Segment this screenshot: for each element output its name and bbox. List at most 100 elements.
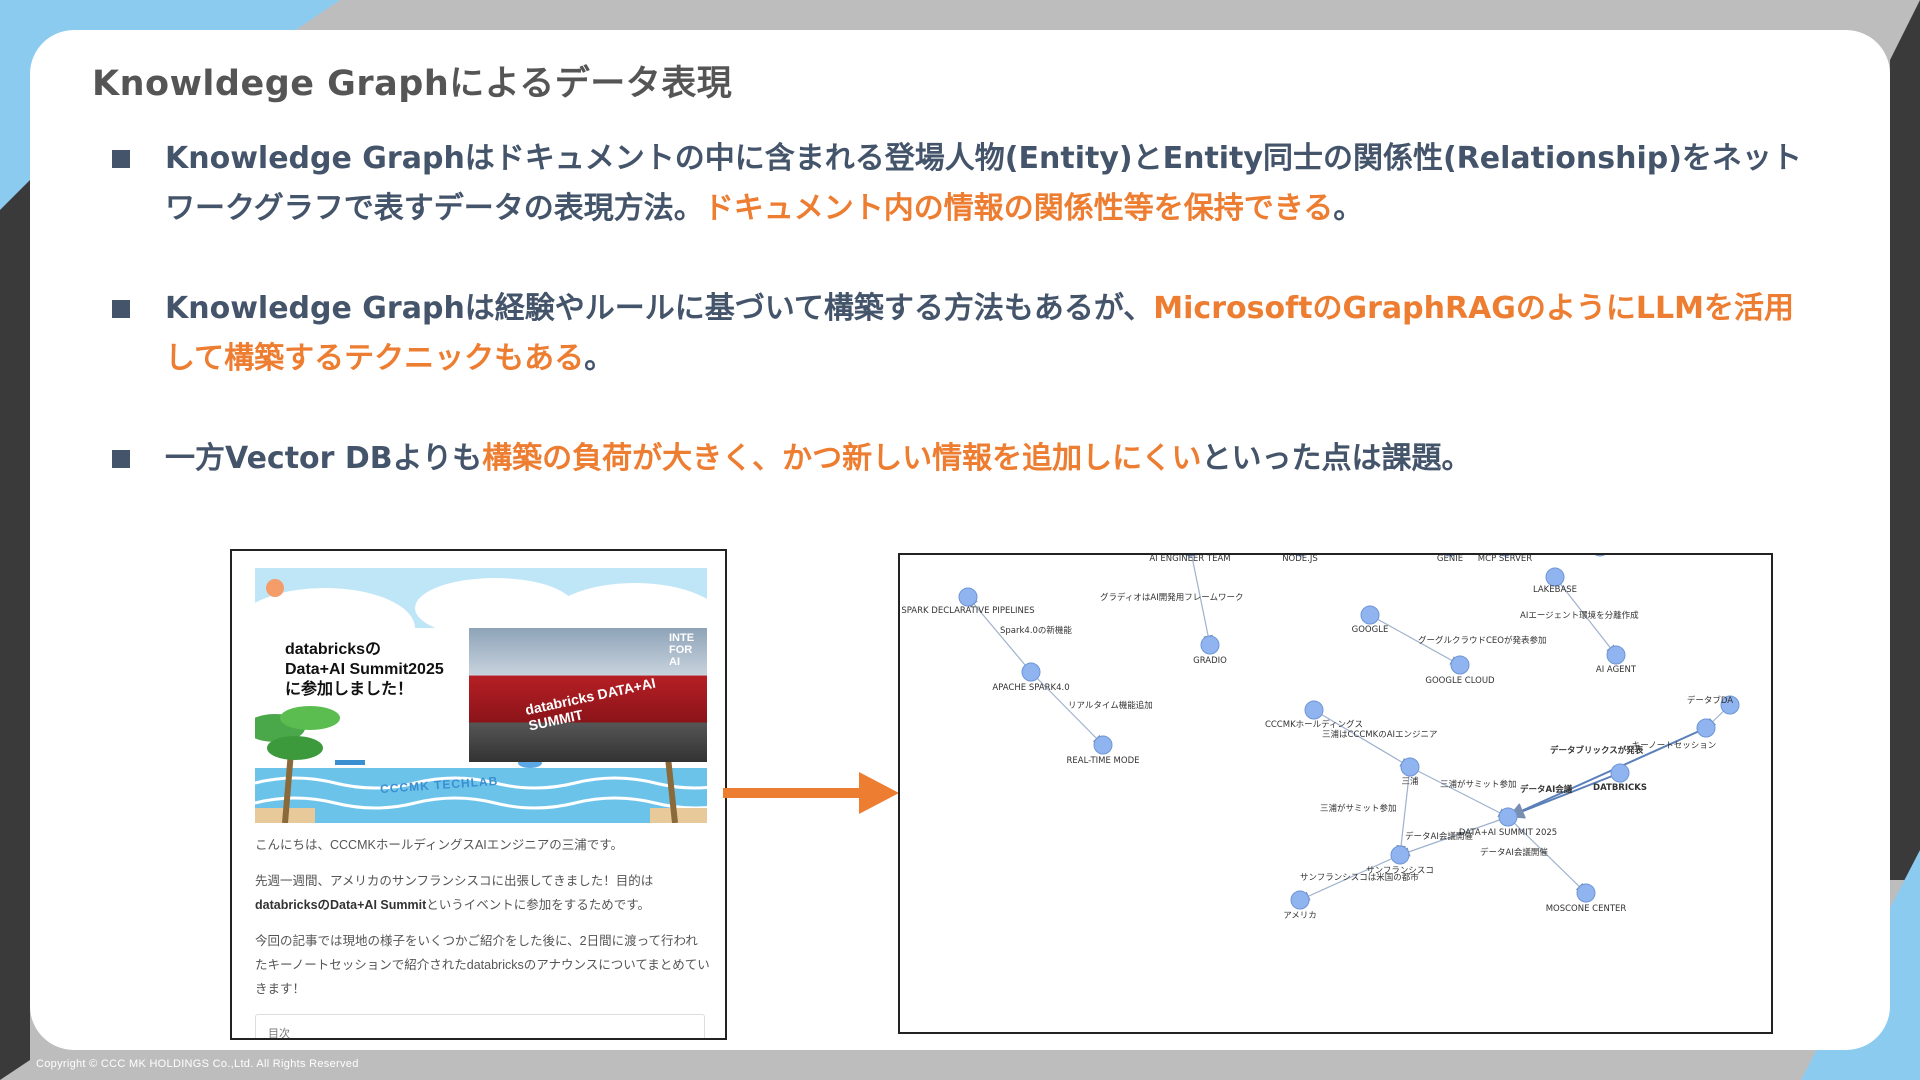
knowledge-graph: グラディオはAI開発用フレームワーク AIエージェント環境を分離作成グーグルクラウ…: [901, 555, 1740, 921]
bullet-1-highlight: ドキュメント内の情報の関係性等を保持できる: [703, 191, 1334, 226]
blog-paragraph-3: 今回の記事では現地の様子をいくつかご紹介をした後に、2日間に渡って行われたキーノ…: [255, 929, 710, 1001]
blog-paragraph-1-text: こんにちは、CCCMKホールディングスAIエンジニアの三浦です。: [255, 838, 624, 852]
graph-node[interactable]: [1610, 763, 1630, 783]
graph-edge: [1399, 816, 1509, 857]
graph-edge: [1369, 614, 1461, 666]
graph-node-label: アメリカ: [1283, 911, 1317, 921]
graph-node-label: DATBRICKS: [1593, 783, 1647, 793]
copyright-text: Copyright © CCC MK HOLDINGS Co.,Ltd. All…: [36, 1058, 359, 1070]
graph-edge: [1313, 709, 1411, 768]
bullet-item-3: 一方Vector DBよりも構築の負荷が大きく、かつ新しい情報を追加しにくいとい…: [112, 434, 1812, 484]
graph-node[interactable]: [1304, 700, 1324, 720]
graph-edge: [967, 596, 1032, 673]
bullet-item-2: Knowledge Graphは経験やルールに基づいて構築する方法もあるが、Mi…: [112, 284, 1812, 384]
graph-edge-label: グーグルクラウドCEOが発表参加: [1418, 635, 1547, 646]
graph-node-label: GRADIO: [1193, 656, 1227, 666]
graph-edge-label: データAI会議開催: [1480, 847, 1548, 858]
table-of-contents: 目次: [255, 1014, 705, 1038]
graph-node[interactable]: [958, 587, 978, 607]
graph-edge-label: データAI会議: [1520, 784, 1573, 795]
blog-paragraph-2-text-b: というイベントに参加をするためです。: [426, 898, 650, 912]
bullet-item-1: Knowledge Graphはドキュメントの中に含まれる登場人物(Entity…: [112, 134, 1812, 234]
blog-banner: databricksの Data+AI Summit2025 に参加しました！ …: [255, 568, 707, 823]
bullet-square-icon: [112, 300, 130, 318]
graph-edge: [1396, 766, 1411, 856]
graph-node[interactable]: [1591, 555, 1609, 557]
graph-node[interactable]: [1181, 555, 1199, 557]
graph-node-label: MOSCONE CENTER: [1546, 904, 1627, 914]
graph-node-label: GOOGLE: [1352, 625, 1389, 635]
graph-node[interactable]: [1696, 718, 1716, 738]
graph-node-label: キーノートセッション: [1632, 741, 1717, 751]
blog-screenshot: databricksの Data+AI Summit2025 に参加しました！ …: [230, 549, 727, 1040]
graph-node[interactable]: [1093, 735, 1113, 755]
banner-title: databricksの Data+AI Summit2025 に参加しました！: [285, 641, 444, 698]
graph-node-label: MCP SERVER: [1478, 555, 1532, 564]
graph-node[interactable]: [1576, 883, 1596, 903]
graph-node-label: REAL-TIME MODE: [1066, 756, 1139, 766]
graph-node[interactable]: [1200, 635, 1220, 655]
blog-paragraph-2-bold: databricksのData+AI Summit: [255, 898, 427, 912]
graph-edge-label: データブリックスが発表: [1550, 745, 1644, 756]
graph-edge-label: 三浦はCCCMKのAIエンジニア: [1322, 729, 1438, 740]
graph-edge: [1299, 854, 1401, 901]
graph-node[interactable]: [1545, 567, 1565, 587]
graph-edge: [1554, 576, 1617, 656]
graph-node-label: LAKEBASE: [1533, 585, 1577, 595]
graph-edge-label: AIエージェント環境を分離作成: [1520, 610, 1639, 621]
bullet-square-icon: [112, 450, 130, 468]
summit-photo: databricks DATA+AI SUMMIT INTE FOR AI: [469, 628, 707, 762]
blog-paragraph-2-text-a: 先週一週間、アメリカのサンフランシスコに出張してきました！目的は: [255, 874, 654, 888]
graph-edge-label: データAI会議開催: [1405, 831, 1473, 842]
graph-node-label: GEMINI: [1585, 555, 1616, 556]
graph-node-label: SPARK DECLARATIVE PIPELINES: [901, 606, 1034, 616]
blog-paragraph-3-text: 今回の記事では現地の様子をいくつかご紹介をした後に、2日間に渡って行われたキーノ…: [255, 934, 710, 996]
corner-decoration-bottom-left: [0, 180, 30, 1080]
bullet-2-highlight: MicrosoftのGraphRAGのようにLLMを活用して構築するテクニックも…: [165, 291, 1795, 376]
graph-edge: [1191, 555, 1213, 646]
graph-edge-label: グラディオはAI開発用フレームワーク: [1100, 592, 1243, 603]
graph-edge-label: Spark4.0の新機能: [1000, 625, 1072, 636]
blog-paragraph-2: 先週一週間、アメリカのサンフランシスコに出張してきました！目的は databric…: [255, 869, 710, 917]
graph-node[interactable]: [1496, 555, 1514, 557]
bullet-3-highlight: 構築の負荷が大きく、かつ新しい情報を追加しにくい: [482, 441, 1202, 476]
graph-node-label: サンフランシスコ: [1366, 866, 1434, 876]
graph-node[interactable]: [1360, 605, 1380, 625]
blog-body: こんにちは、CCCMKホールディングスAIエンジニアの三浦です。 先週一週間、ア…: [255, 833, 710, 1013]
slide-title: Knowldege Graphによるデータ表現: [92, 64, 733, 104]
graph-node-label: NODE.JS: [1282, 555, 1318, 564]
right-arrow-icon: [723, 772, 899, 814]
graph-node[interactable]: [1720, 695, 1740, 715]
bullet-square-icon: [112, 150, 130, 168]
graph-node[interactable]: [1400, 757, 1420, 777]
graph-edge: [1507, 816, 1587, 894]
graph-node[interactable]: [1021, 662, 1041, 682]
photo-side-text: INTE FOR AI: [669, 632, 695, 668]
graph-node[interactable]: [1441, 555, 1459, 557]
bullet-2-text-a: Knowledge Graphは経験やルールに基づいて構築する方法もあるが、: [165, 291, 1154, 326]
graph-edge-label: リアルタイム機能追加: [1068, 700, 1153, 711]
bullet-1-text-a: Knowledge Graphはドキュメントの中に含まれる登場人物(Entity…: [165, 141, 1802, 226]
graph-node[interactable]: [1291, 555, 1309, 557]
graph-edge-label: サンフランシスコは米国の都市: [1300, 872, 1419, 883]
graph-node[interactable]: [1290, 890, 1310, 910]
graph-node[interactable]: [1498, 807, 1518, 827]
graph-node-label: データブDA: [1687, 695, 1733, 706]
graph-edge: [1507, 727, 1707, 818]
graph-edge-label: 三浦がサミット参加: [1440, 779, 1517, 790]
graph-node[interactable]: [1390, 845, 1410, 865]
graph-node[interactable]: [1606, 645, 1626, 665]
bullet-3-text-a: 一方Vector DBよりも: [165, 441, 483, 476]
blog-paragraph-1: こんにちは、CCCMKホールディングスAIエンジニアの三浦です。: [255, 833, 710, 857]
graph-node-label: AI ENGINEER TEAM: [1149, 555, 1230, 564]
knowledge-graph-screenshot: グラディオはAI開発用フレームワーク AIエージェント環境を分離作成グーグルクラウ…: [898, 553, 1773, 1034]
graph-node-label: GOOGLE CLOUD: [1425, 676, 1495, 686]
bullet-1-text-b: 。: [1333, 191, 1364, 226]
graph-edge: [1409, 766, 1509, 818]
photo-sign-text: databricks DATA+AI SUMMIT: [523, 674, 657, 734]
graph-edge-label: 三浦がサミット参加: [1320, 803, 1397, 814]
bullet-list: Knowledge Graphはドキュメントの中に含まれる登場人物(Entity…: [112, 134, 1812, 534]
graph-node[interactable]: [1450, 655, 1470, 675]
graph-node-label: 三浦: [1401, 776, 1419, 787]
graph-edge: [1030, 671, 1104, 746]
